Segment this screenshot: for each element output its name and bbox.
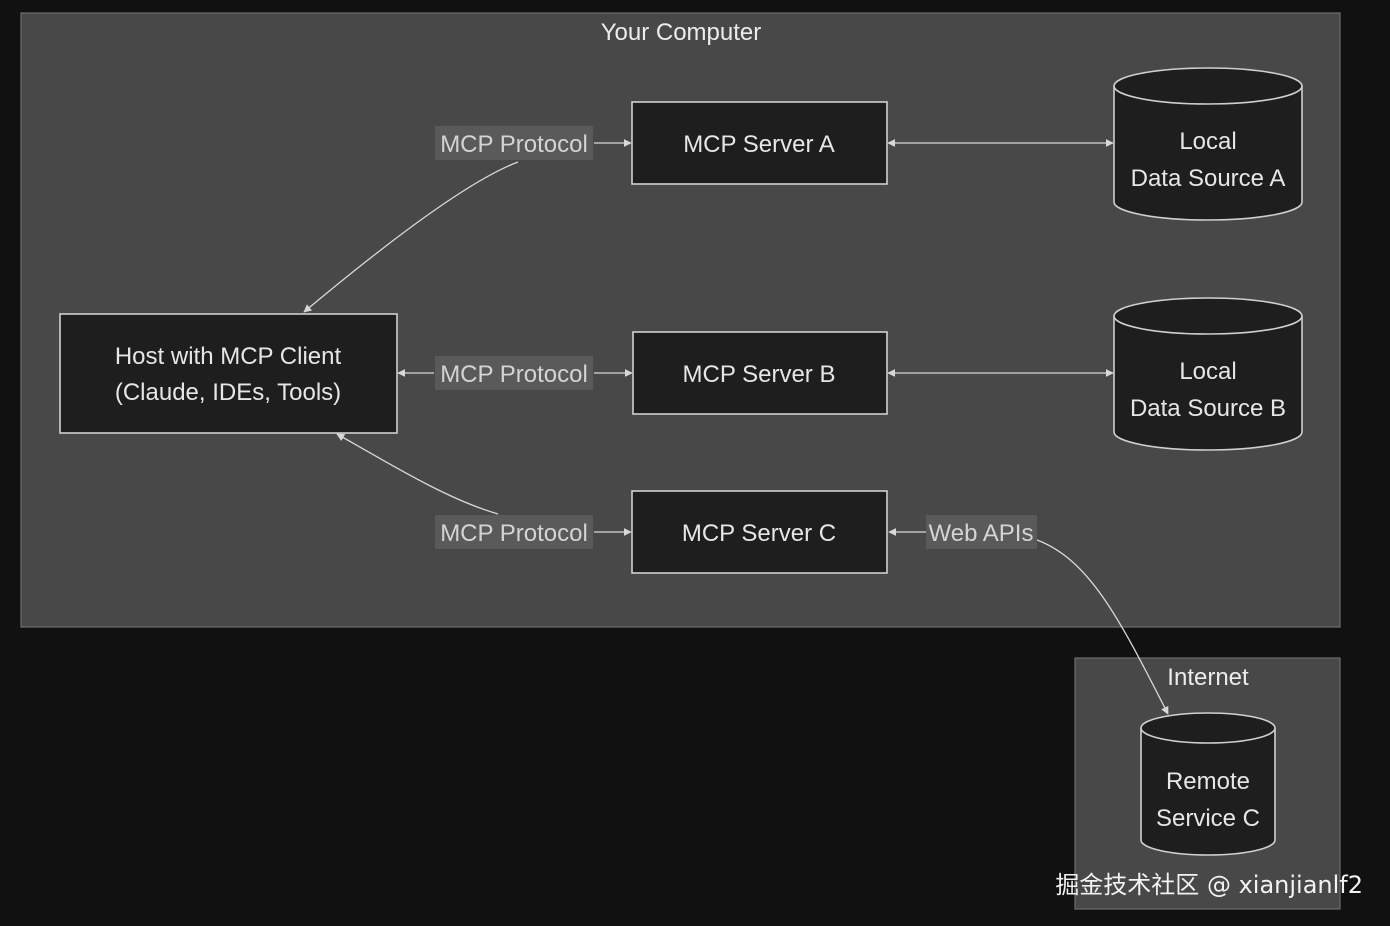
node-server-a: MCP Server A [631,101,888,185]
node-server-b-label: MCP Server B [683,361,836,388]
edges [303,139,1169,715]
node-source-b-line1: Local [1179,358,1236,385]
node-host: Host with MCP Client (Claude, IDEs, Tool… [59,313,398,434]
node-source-a-line1: Local [1179,128,1236,155]
node-server-c: MCP Server C [631,490,888,574]
edge-label-text-c: MCP Protocol [440,520,588,547]
node-server-a-label: MCP Server A [683,131,835,158]
node-source-b-line2: Data Source B [1130,395,1286,422]
edge-label-server-c-remote: Web APIs [926,515,1037,549]
node-source-a: Local Data Source A [1113,67,1303,221]
cluster-title-your-computer: Your Computer [601,19,762,46]
node-source-a-line2: Data Source A [1131,165,1286,192]
edge-label-text-a: MCP Protocol [440,131,588,158]
watermark: 掘金技术社区 @ xianjianlf2 [1055,871,1363,899]
edge-web-apis-remote-curve [1036,539,1169,715]
node-remote-c: Remote Service C [1140,712,1276,856]
node-remote-c-line1: Remote [1166,768,1250,795]
edge-host-server-c-curve [336,433,499,515]
node-host-line1: Host with MCP Client [115,343,342,370]
edge-host-server-a-curve [303,161,519,313]
edge-label-text-web-apis: Web APIs [929,520,1034,547]
edge-label-text-b: MCP Protocol [440,361,588,388]
edge-label-host-server-b: MCP Protocol [435,356,593,390]
node-remote-c-line2: Service C [1156,805,1260,832]
node-server-b: MCP Server B [632,331,888,415]
edge-label-host-server-a: MCP Protocol [435,126,593,160]
node-server-c-label: MCP Server C [682,520,836,547]
cluster-title-internet: Internet [1167,664,1249,691]
edge-label-host-server-c: MCP Protocol [435,515,593,549]
node-source-b: Local Data Source B [1113,297,1303,451]
node-host-line2: (Claude, IDEs, Tools) [115,379,341,406]
